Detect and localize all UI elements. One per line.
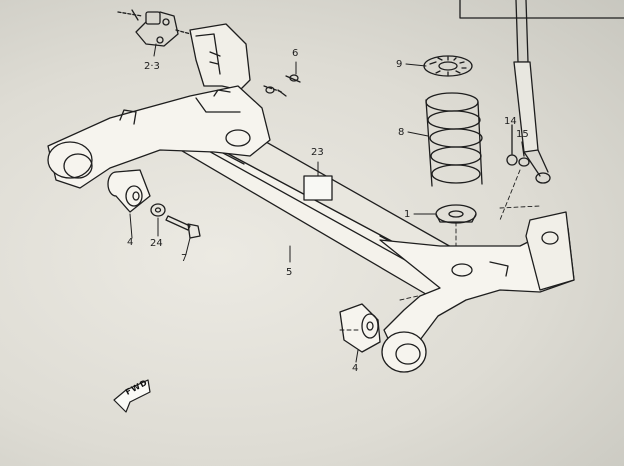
washer-24-bolt-7 (150, 203, 201, 239)
upper-bracket (189, 23, 301, 97)
callout-5: 5 (286, 267, 293, 278)
fwd-arrow-icon (113, 379, 151, 413)
callout-1: 1 (404, 209, 411, 220)
nut-14-washer-15 (506, 124, 530, 167)
callout-9: 9 (396, 59, 403, 70)
callout-23: 23 (311, 147, 324, 158)
spring-seat-1 (435, 204, 477, 224)
callout-24: 24 (150, 238, 163, 249)
right-trailing-arm (379, 211, 575, 373)
dashed-guide-lines (339, 169, 541, 331)
coil-spring-8 (425, 92, 483, 187)
callout-4-right: 4 (352, 363, 359, 374)
shock-absorber (513, 0, 551, 184)
callout-7: 7 (181, 253, 188, 264)
callout-8: 8 (398, 127, 405, 138)
callout-4-left: 4 (127, 237, 134, 248)
left-trailing-arm (47, 85, 271, 189)
bushing-4-left (107, 169, 151, 213)
spring-seat-9 (423, 55, 473, 77)
bushing-4-right (339, 303, 381, 353)
leader-lines (129, 43, 437, 363)
frame-box (459, 0, 624, 19)
label-plate-23 (303, 175, 333, 201)
callout-2-3: 2·3 (144, 61, 160, 72)
callout-14: 14 (504, 116, 517, 127)
callout-15: 15 (516, 129, 529, 140)
bolt-bracket-2-3 (117, 9, 199, 47)
callout-6: 6 (292, 48, 299, 59)
